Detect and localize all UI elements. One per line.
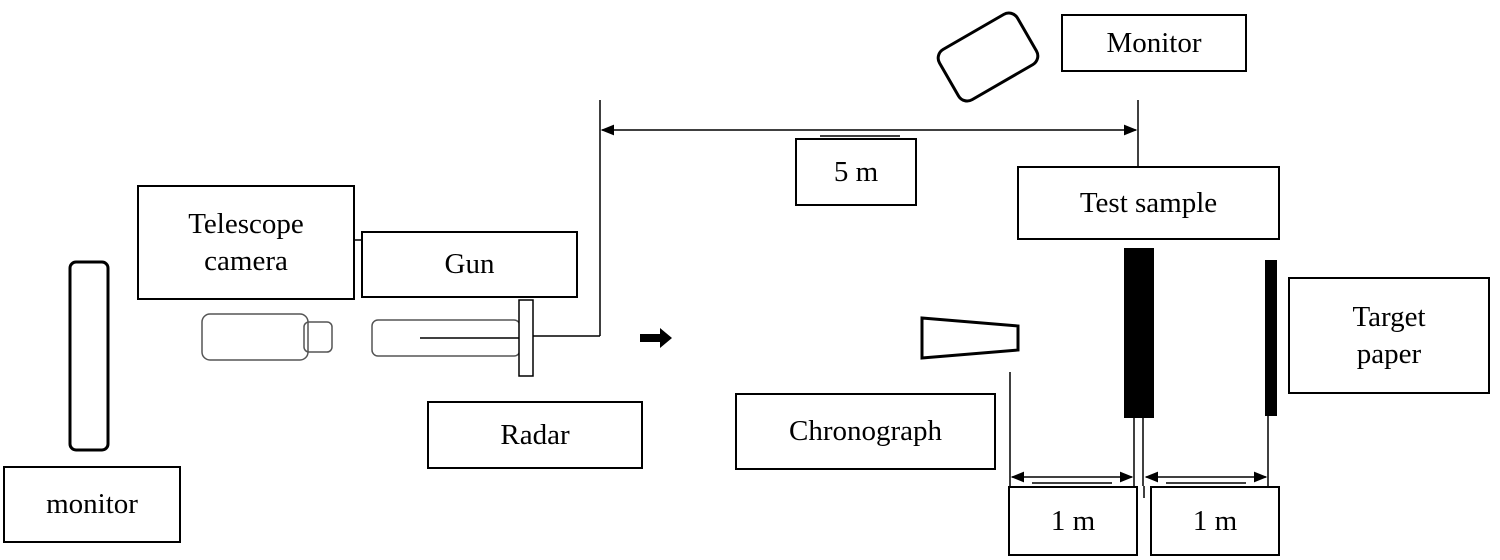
distance-5m-label: 5 m — [795, 138, 917, 206]
target-paper-text-line1: Target — [1352, 301, 1426, 334]
telescope-camera-lens-icon — [303, 321, 333, 353]
target-paper-text-line2: paper — [1356, 337, 1422, 370]
chronograph-device-icon — [920, 316, 1020, 360]
test-sample-text: Test sample — [1079, 186, 1218, 219]
telescope-camera-body-icon — [201, 313, 309, 361]
test-sample-block — [1124, 248, 1154, 418]
target-paper-label: Target paper — [1288, 277, 1490, 394]
distance-1m-left-text: 1 m — [1050, 504, 1096, 537]
telescope-camera-text-line1: Telescope — [188, 208, 304, 241]
distance-1m-right-text: 1 m — [1192, 504, 1238, 537]
monitor-top-text: Monitor — [1106, 26, 1202, 59]
monitor-left-device — [68, 260, 110, 452]
telescope-camera-text-line2: camera — [204, 244, 288, 277]
gun-text: Gun — [444, 248, 495, 281]
monitor-top-label: Monitor — [1061, 14, 1247, 72]
test-sample-label: Test sample — [1017, 166, 1280, 240]
chronograph-label: Chronograph — [735, 393, 996, 470]
radar-text: Radar — [500, 418, 570, 451]
distance-5m-text: 5 m — [833, 155, 879, 188]
chronograph-text: Chronograph — [788, 415, 943, 448]
direction-arrow-icon — [640, 328, 672, 348]
gun-muzzle-icon — [518, 299, 534, 377]
monitor-top-device — [936, 11, 1040, 103]
telescope-camera-label: Telescope camera — [137, 185, 355, 300]
monitor-bottom-text: monitor — [46, 488, 138, 521]
distance-1m-left-label: 1 m — [1008, 486, 1138, 556]
distance-1m-right-label: 1 m — [1150, 486, 1280, 556]
gun-label: Gun — [361, 231, 578, 298]
target-paper-block — [1265, 260, 1277, 416]
radar-label: Radar — [427, 401, 643, 469]
monitor-bottom-label: monitor — [3, 466, 181, 543]
